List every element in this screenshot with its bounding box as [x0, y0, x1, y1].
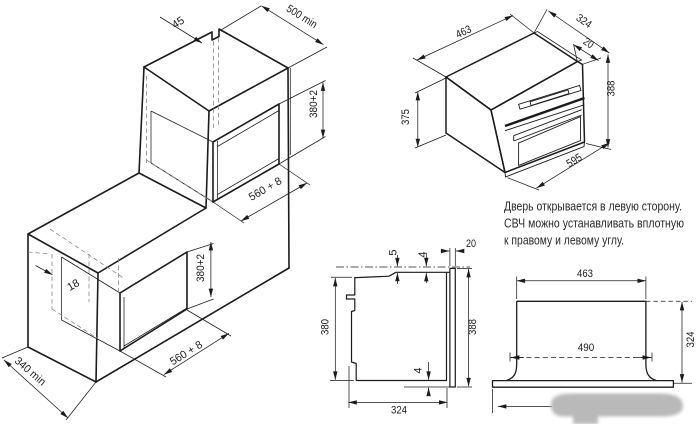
svg-text:388: 388 [606, 81, 618, 97]
svg-text:463: 463 [454, 23, 474, 41]
svg-text:324: 324 [391, 405, 407, 417]
svg-text:к правому и левому углу.: к правому и левому углу. [504, 234, 624, 248]
svg-text:5: 5 [388, 249, 400, 255]
svg-text:4: 4 [417, 251, 429, 257]
svg-text:463: 463 [577, 268, 593, 280]
svg-text:500 min: 500 min [284, 3, 319, 31]
svg-text:Дверь открывается в левую стор: Дверь открывается в левую сторону. [504, 200, 682, 214]
svg-text:18: 18 [65, 277, 82, 294]
svg-text:20: 20 [466, 238, 476, 250]
svg-text:380+2: 380+2 [195, 254, 207, 282]
svg-text:45: 45 [170, 15, 187, 32]
svg-text:388: 388 [467, 319, 479, 335]
svg-text:380+2: 380+2 [308, 90, 320, 118]
svg-text:490: 490 [578, 342, 595, 354]
svg-text:375: 375 [400, 109, 412, 125]
svg-text:4: 4 [413, 367, 425, 373]
svg-text:СВЧ можно устанавливать вплотн: СВЧ можно устанавливать вплотную [504, 217, 684, 231]
svg-text:324: 324 [685, 332, 697, 348]
svg-text:595: 595 [565, 152, 585, 171]
svg-text:560 + 8: 560 + 8 [168, 339, 205, 368]
svg-text:324: 324 [574, 12, 594, 31]
svg-text:20: 20 [581, 36, 596, 52]
svg-text:380: 380 [320, 319, 332, 335]
